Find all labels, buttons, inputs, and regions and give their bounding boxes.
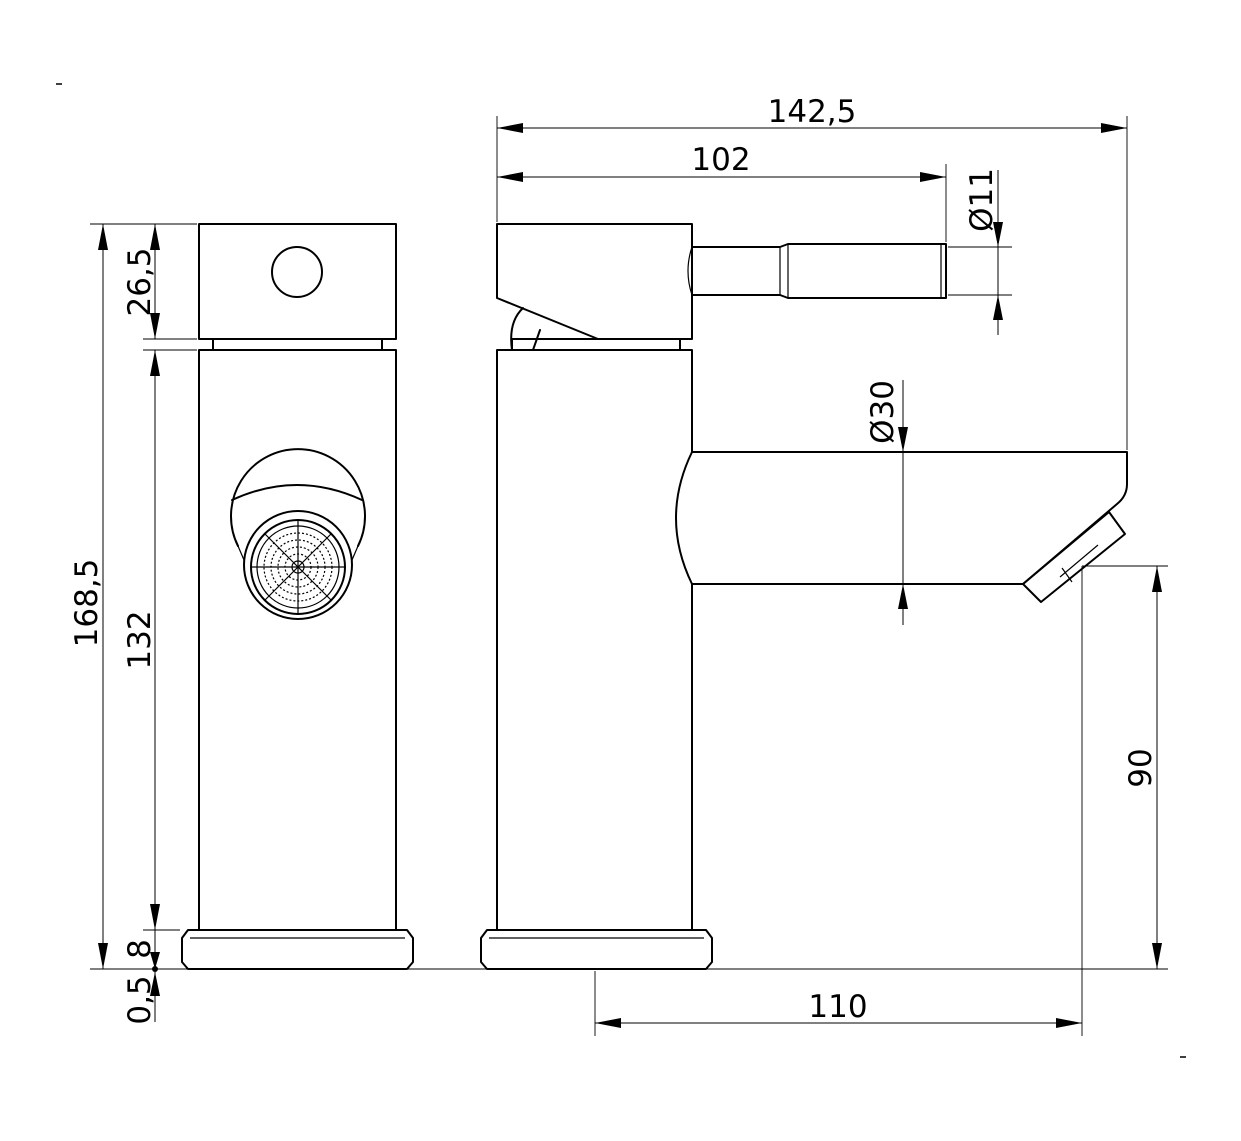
side-aerator [1022,511,1126,603]
dim-spout-diameter: Ø30 [865,380,908,625]
dim-label-spout-diameter: Ø30 [865,380,901,444]
side-spout-joint-curve [675,451,693,585]
dim-base-gap: 0,5 [122,966,160,1025]
front-collar [212,338,383,351]
side-lever-rod [687,243,947,299]
side-body-and-spout [496,349,1128,931]
side-base [480,929,713,970]
dim-label-overall-width: 142,5 [768,94,857,130]
dim-label-spout-height: 90 [1123,748,1159,787]
dim-label-spout-reach: 110 [808,989,867,1025]
dim-lever-diameter: Ø11 [948,168,1012,335]
dim-body-height: 132 [122,350,180,931]
dim-handle-height: 26,5 [122,224,197,351]
side-view [480,223,1128,970]
dim-spout-height: 90 [1082,565,1168,969]
front-handle-knob [271,246,323,298]
dim-label-base-gap: 0,5 [122,975,158,1024]
front-view [181,223,414,970]
dim-spout-reach: 110 [594,566,1083,1036]
side-handle-housing [496,223,693,340]
front-base [181,929,414,970]
dim-label-lever-diameter: Ø11 [964,168,1000,232]
front-handle-block [198,223,397,340]
dim-label-base-height: 8 [122,939,158,959]
front-body [198,349,397,931]
dim-label-overall-height: 168,5 [69,559,105,648]
dim-base-height: 8 [122,930,160,969]
dim-label-lever-reach: 102 [691,142,750,178]
dim-overall-width: 142,5 [496,94,1128,450]
dim-label-handle-height: 26,5 [122,247,158,316]
dim-lever-reach: 102 [497,142,947,242]
dim-label-body-height: 132 [122,610,158,669]
front-spout-end [230,448,366,620]
dim-overall-height: 168,5 [69,223,197,969]
